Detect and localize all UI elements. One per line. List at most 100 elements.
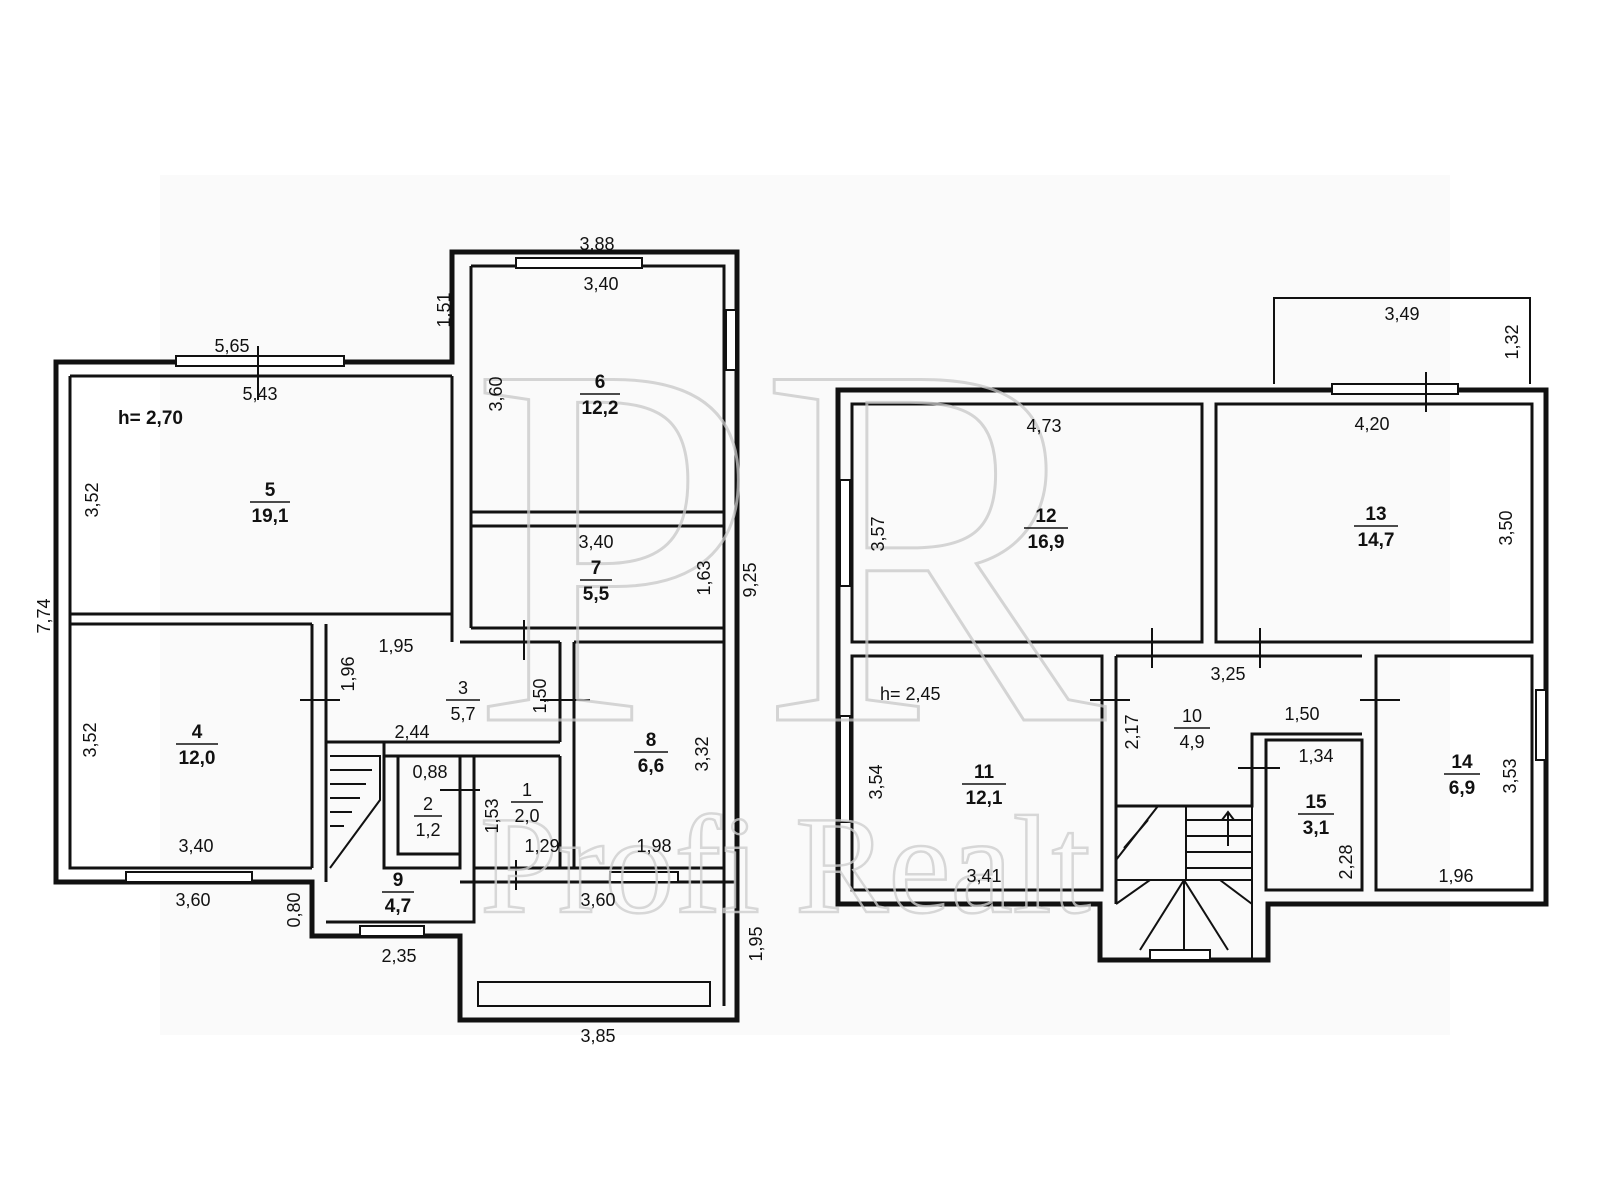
- room-label-14: 14 6,9: [1444, 752, 1480, 799]
- wall: [850, 402, 1204, 644]
- window: [1535, 689, 1547, 761]
- room-label-10: 10 4,9: [1174, 706, 1210, 752]
- dimension-label: 3,40: [178, 836, 213, 856]
- dimension-label: 3,41: [966, 866, 1001, 886]
- dimension-label: 5,43: [242, 384, 277, 404]
- room-area: 1,2: [415, 820, 440, 840]
- dimension-label: 3,85: [580, 1026, 615, 1046]
- dimension-label: 2,44: [394, 722, 429, 742]
- wall: [472, 756, 562, 868]
- dimension-label: 1,50: [530, 678, 550, 713]
- dimension-label: 3,53: [1500, 758, 1520, 793]
- dimension-label: 3,50: [1496, 510, 1516, 545]
- dimension-label: 1,95: [746, 926, 766, 961]
- dimension-label: 1,95: [378, 636, 413, 656]
- terrace-bench: [477, 981, 711, 1007]
- dimension-label: 2,17: [1122, 714, 1142, 749]
- room-area: 12,2: [582, 398, 619, 419]
- room-number: 13: [1365, 504, 1386, 525]
- dimension-label: 9,25: [740, 562, 760, 597]
- floor-1-plan: [53, 249, 740, 1023]
- room-label-4: 4 12,0: [176, 722, 218, 769]
- window: [839, 479, 851, 587]
- room-area: 12,1: [966, 788, 1003, 809]
- room-number: 12: [1035, 506, 1056, 527]
- door-tick: [1090, 372, 1427, 769]
- dimension-label: 3,40: [578, 532, 613, 552]
- dimension-label: 3,60: [175, 890, 210, 910]
- window: [725, 309, 737, 371]
- room-area: 2,0: [514, 806, 539, 826]
- ceiling-height-label: h= 2,45: [880, 684, 941, 704]
- room-number: 9: [393, 870, 404, 891]
- dimension-label: 1,50: [1284, 704, 1319, 724]
- stair-icon: [1115, 805, 1253, 960]
- dimension-label: 0,88: [412, 762, 447, 782]
- dimension-label: 1,34: [1298, 746, 1333, 766]
- room-number: 10: [1182, 706, 1202, 726]
- window: [1331, 383, 1459, 395]
- window: [839, 715, 851, 823]
- balcony-outline: [1273, 297, 1531, 384]
- dimension-label: 4,20: [1354, 414, 1389, 434]
- room-number: 1: [522, 780, 532, 800]
- dimension-label: 5,65: [214, 336, 249, 356]
- room-number: 5: [265, 480, 276, 501]
- dimension-label: 2,35: [381, 946, 416, 966]
- dimension-label: 3,32: [692, 736, 712, 771]
- dimension-label: 1,51: [434, 292, 454, 327]
- room-number: 14: [1451, 752, 1473, 773]
- wall: [382, 742, 462, 870]
- wall: [1374, 654, 1534, 892]
- window: [1149, 949, 1211, 961]
- watermark-pr-logo: PR: [470, 258, 1109, 833]
- floor-2-labels: h= 2,45 12 16,9 13 14,7 10 4,9 11 12,1 1…: [866, 304, 1522, 886]
- dimension-label: 3,40: [583, 274, 618, 294]
- room-label-15: 15 3,1: [1298, 792, 1334, 839]
- window: [359, 925, 425, 937]
- room-label-1: 1 2,0: [511, 780, 543, 826]
- wall: [68, 376, 312, 870]
- room-number: 2: [423, 794, 433, 814]
- dimension-label: 0,80: [284, 892, 304, 927]
- dimension-label: 2,28: [1336, 844, 1356, 879]
- window: [175, 355, 345, 367]
- dimension-label: 3,60: [486, 376, 506, 411]
- floor-2-plan: [835, 297, 1549, 963]
- room-area: 4,9: [1179, 732, 1204, 752]
- dimension-label: 3,88: [579, 234, 614, 254]
- dimension-label: 1,29: [524, 836, 559, 856]
- room-area: 16,9: [1028, 532, 1065, 553]
- dimension-label: 3,57: [868, 516, 888, 551]
- room-number: 8: [646, 730, 657, 751]
- room-area: 4,7: [385, 896, 411, 917]
- room-label-8: 8 6,6: [634, 730, 668, 777]
- room-number: 3: [458, 678, 468, 698]
- wall: [326, 740, 560, 758]
- wall: [326, 868, 476, 924]
- ceiling-height-label: h= 2,70: [118, 408, 183, 429]
- dimension-label: 1,96: [1438, 866, 1473, 886]
- room-area: 6,9: [1449, 778, 1475, 799]
- stair-icon: [329, 755, 381, 869]
- room-area: 5,5: [583, 584, 610, 605]
- room-label-12: 12 16,9: [1024, 506, 1068, 553]
- dimension-label: 3,49: [1384, 304, 1419, 324]
- dimension-label: 1,53: [482, 798, 502, 833]
- room-area: 12,0: [179, 748, 216, 769]
- floor-1-labels: h= 2,70 5 19,1 6 12,2 7 5,5 4 12,0 3 5,7: [34, 234, 766, 1046]
- room-label-2: 2 1,2: [414, 794, 442, 840]
- wall: [1264, 738, 1364, 892]
- room-number: 6: [595, 372, 606, 393]
- wall: [310, 624, 328, 882]
- dimension-label: 3,60: [580, 890, 615, 910]
- door-tick: [257, 346, 590, 890]
- dimension-label: 3,52: [80, 722, 100, 757]
- room-label-9: 9 4,7: [382, 870, 414, 917]
- dimension-label: 1,32: [1502, 324, 1522, 359]
- room-number: 11: [974, 762, 995, 783]
- room-label-11: 11 12,1: [962, 762, 1006, 809]
- stair-arrow-icon: [1221, 810, 1235, 846]
- room-area: 19,1: [252, 506, 289, 527]
